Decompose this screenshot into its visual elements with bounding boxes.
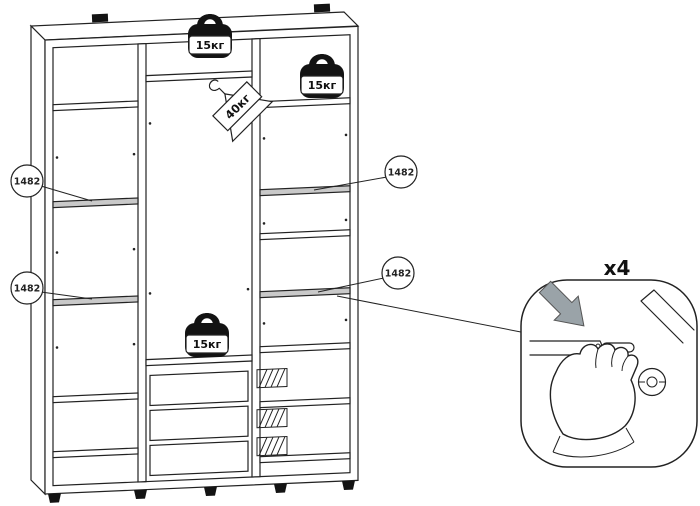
drawer <box>149 405 249 442</box>
drawer <box>149 440 249 477</box>
finger-lines <box>595 348 629 372</box>
hand-illustration <box>549 343 639 458</box>
hanger-rod <box>145 70 253 83</box>
callout-circle <box>10 271 44 305</box>
weight-icon-middle: 15кг <box>185 313 229 357</box>
wardrobe-drawing: 40кг <box>29 3 360 503</box>
callout-circle <box>381 256 415 290</box>
shelf-highlighted <box>52 197 139 209</box>
weight-icon-right: 15кг <box>300 54 344 98</box>
hand-outline <box>549 343 639 441</box>
wardrobe-front <box>44 25 359 503</box>
kettlebell-handle <box>197 14 223 26</box>
wall-bracket-icon <box>313 3 331 13</box>
callout-leader-line <box>313 176 388 191</box>
detail-multiplier-label: x4 <box>604 256 631 280</box>
callout-leader-line <box>40 185 93 202</box>
insert-arrow-icon <box>538 280 585 327</box>
part-callout-right-lower: 1482 <box>317 256 415 293</box>
shelf-highlighted <box>259 185 351 197</box>
weight-label-plate <box>185 334 229 354</box>
callout-circle <box>384 155 418 189</box>
drawer-slide-hatch <box>256 367 288 457</box>
hanger-hook <box>208 79 226 95</box>
wall-brackets <box>91 3 331 23</box>
shelf-highlighted <box>52 295 139 307</box>
side-panel-edge <box>640 289 695 344</box>
callout-label: 1482 <box>385 269 411 280</box>
callout-leader-line <box>317 277 385 293</box>
weight-label-plate <box>300 75 344 95</box>
cam-lock-icon <box>637 367 667 397</box>
callout-label: 1482 <box>14 284 40 295</box>
shelf <box>259 397 351 409</box>
wardrobe-side-panel <box>30 24 46 496</box>
part-callout-left-lower: 1482 <box>10 271 93 305</box>
callout-label: 1482 <box>14 177 40 188</box>
shelf <box>259 452 351 464</box>
shelf <box>52 100 139 112</box>
left-divider-panel <box>137 42 147 483</box>
callout-circle <box>10 164 44 198</box>
part-callout-right-upper: 1482 <box>313 155 418 191</box>
detail-leader-line <box>336 295 527 334</box>
detail-bubble: x4 <box>520 256 698 468</box>
weight-label: 15кг <box>196 39 225 52</box>
shelf <box>52 447 139 459</box>
wall-bracket-icon <box>91 13 109 23</box>
feet <box>48 480 355 503</box>
shelf <box>52 392 139 404</box>
part-callout-left-upper: 1482 <box>10 164 93 202</box>
hanger-icon: 40кг <box>208 79 274 143</box>
callout-label: 1482 <box>388 168 414 179</box>
callout-leader-line <box>40 291 93 300</box>
right-divider-panel <box>251 38 261 478</box>
weight-label-plate <box>188 35 232 55</box>
drawer <box>149 370 249 407</box>
shelf <box>259 342 351 354</box>
weight-label: 15кг <box>193 338 222 351</box>
kettlebell-handle <box>309 54 335 66</box>
sleeve-cuff <box>552 427 635 458</box>
weight-icon-top: 15кг <box>188 14 232 58</box>
shelf <box>259 229 351 241</box>
kettlebell-handle <box>194 313 220 325</box>
hanger-load-flag <box>212 81 263 132</box>
weight-label: 15кг <box>308 79 337 92</box>
shelf <box>145 354 253 367</box>
